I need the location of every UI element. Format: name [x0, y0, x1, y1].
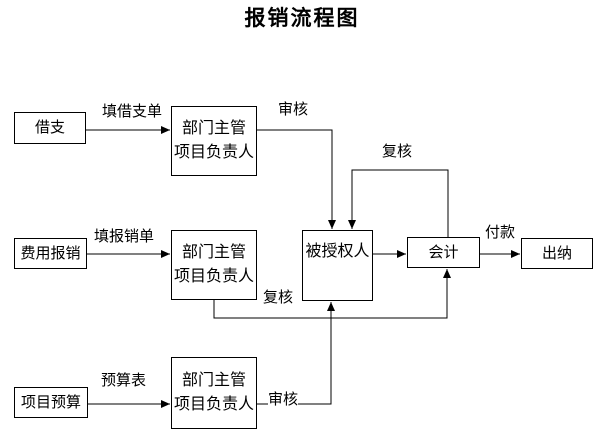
page-title: 报销流程图	[244, 6, 360, 30]
node-dept-manager-2: 部门主管 项目负责人	[171, 230, 257, 300]
node-dept-manager-2-line2: 项目负责人	[173, 268, 254, 285]
node-accountant-label: 会计	[428, 244, 459, 261]
node-cashier-label: 出纳	[541, 245, 572, 262]
node-project-budget: 项目预算	[14, 387, 88, 418]
node-accountant: 会计	[407, 237, 480, 268]
edge-label-fill-reimburse-form: 填报销单	[94, 225, 155, 246]
edge-label-recheck-mid: 复核	[263, 286, 294, 307]
node-dept-manager-1: 部门主管 项目负责人	[171, 106, 257, 176]
node-cashier: 出纳	[521, 238, 593, 269]
node-project-budget-label: 项目预算	[20, 394, 81, 411]
node-authorized-person-label: 被授权人	[305, 243, 370, 260]
edge-accountant-recheck-to-authorized	[348, 169, 449, 237]
edge-label-fill-borrow-slip: 填借支单	[102, 100, 163, 121]
node-borrow-label: 借支	[34, 120, 65, 136]
node-expense-reimburse-label: 费用报销	[20, 245, 81, 262]
node-borrow: 借支	[14, 112, 86, 144]
node-dept-manager-3-line2: 项目负责人	[173, 396, 254, 413]
edge-label-budget-table: 预算表	[101, 369, 147, 390]
node-dept-manager-2-line1: 部门主管	[181, 244, 246, 261]
node-dept-manager-3: 部门主管 项目负责人	[171, 357, 257, 429]
edge-label-audit-bottom: 审核	[268, 388, 299, 409]
node-authorized-person: 被授权人	[302, 230, 373, 301]
node-dept-manager-3-line1: 部门主管	[181, 372, 246, 389]
edge-manager1-to-authorized	[257, 129, 336, 229]
node-expense-reimburse: 费用报销	[14, 238, 87, 269]
node-dept-manager-1-line2: 项目负责人	[173, 144, 254, 161]
edge-label-payment: 付款	[485, 221, 516, 242]
node-dept-manager-1-line1: 部门主管	[181, 120, 246, 137]
edge-label-audit-top: 审核	[278, 98, 309, 119]
edge-label-recheck-loop: 复核	[382, 140, 413, 161]
